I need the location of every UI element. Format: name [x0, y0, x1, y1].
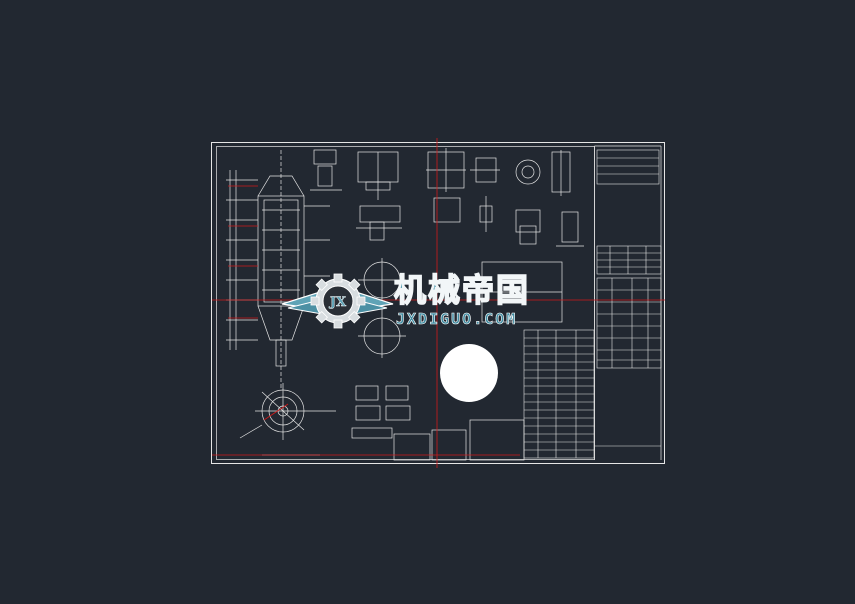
title-block-tables — [594, 149, 662, 447]
parts-list-table — [523, 329, 595, 459]
detail-views-top — [310, 148, 584, 247]
section-view-round — [239, 383, 336, 456]
filled-circle-view — [440, 344, 498, 402]
vessel-elevation — [226, 150, 330, 390]
sheet-border-outer — [211, 142, 665, 464]
small-tables-bottom — [351, 385, 525, 461]
nozzle-views — [358, 258, 563, 358]
